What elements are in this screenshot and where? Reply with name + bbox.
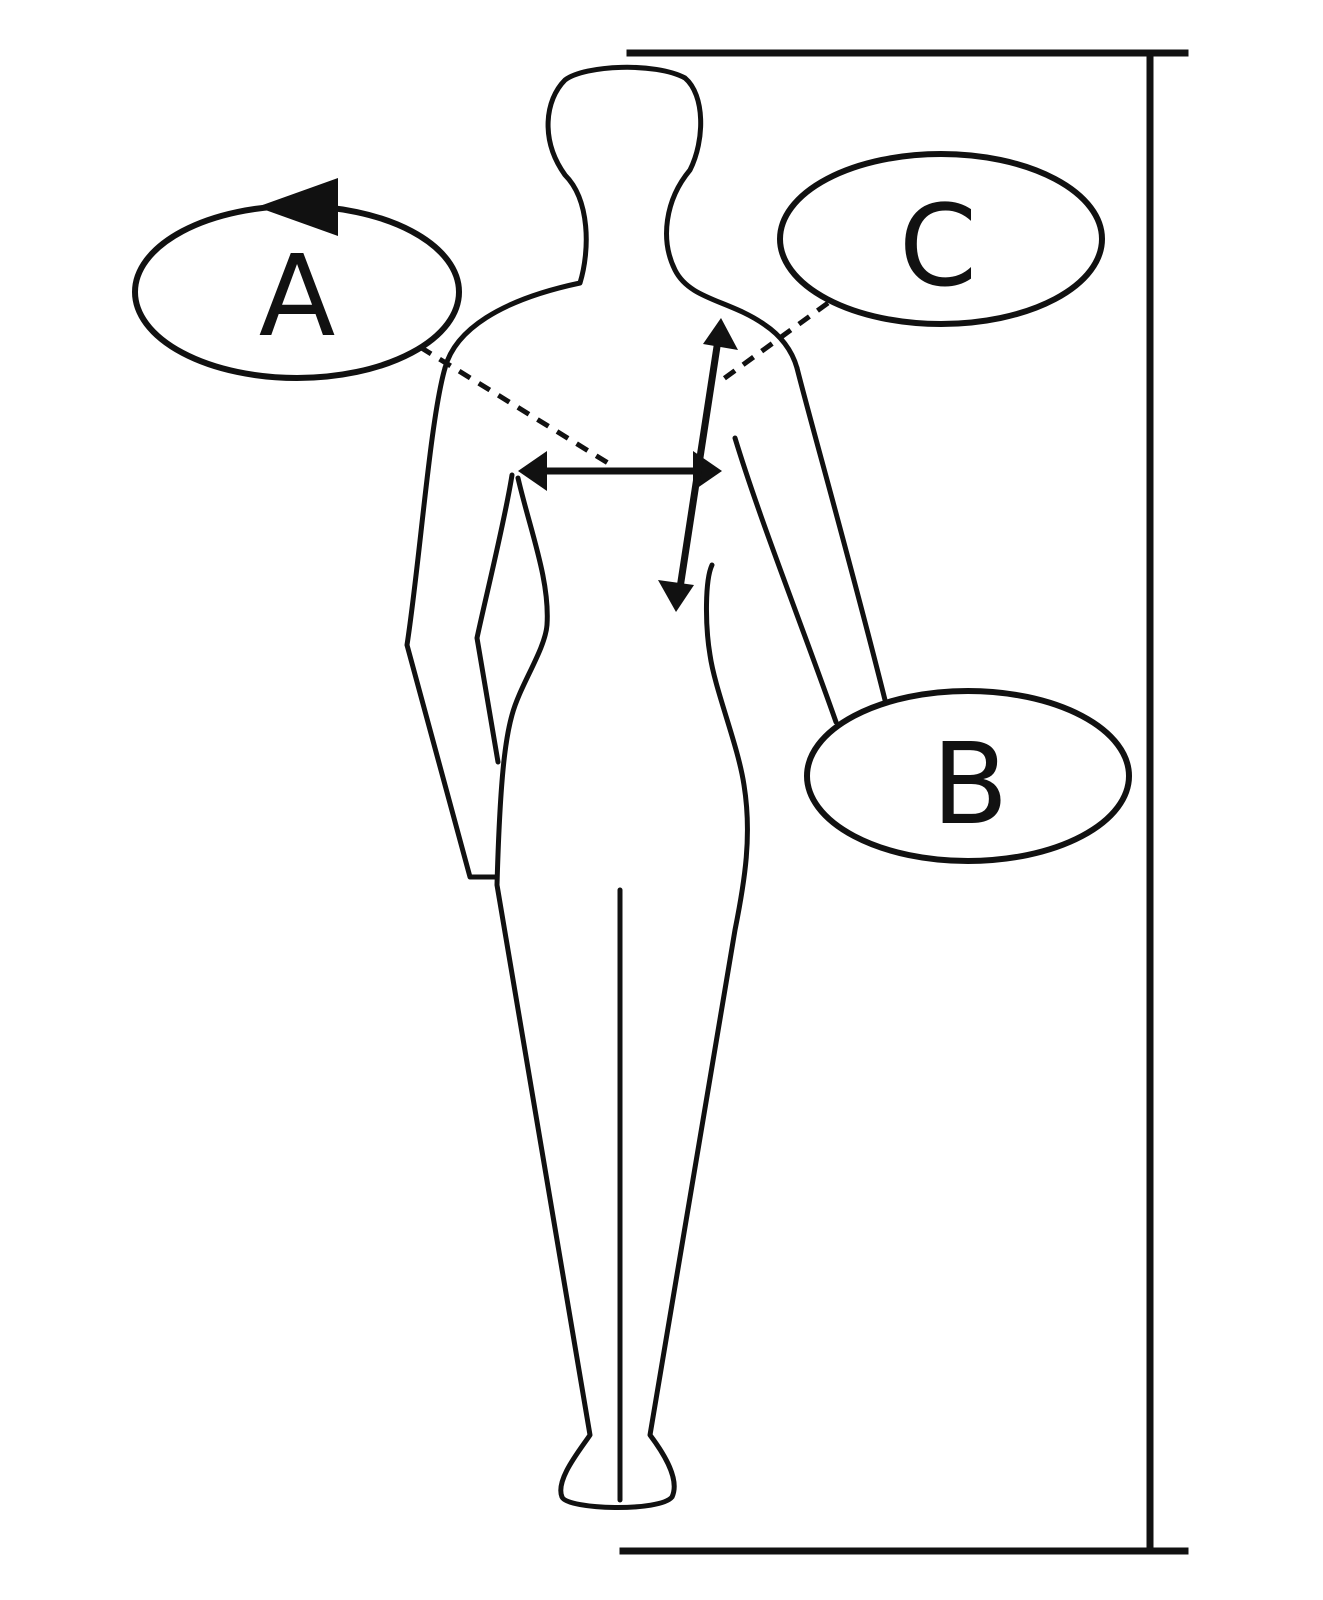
length-arrow xyxy=(658,318,738,612)
width-arrow xyxy=(518,451,722,491)
label-c-text: C xyxy=(899,182,977,312)
human-figure xyxy=(404,64,888,1510)
leader-line-c xyxy=(720,300,830,383)
label-b-group: B xyxy=(804,688,1132,864)
left-arm-outline xyxy=(404,365,515,880)
head-neck-shoulders-outline xyxy=(442,64,800,371)
label-c-group: C xyxy=(777,151,1105,327)
length-arrow-shaft xyxy=(676,339,722,589)
leader-lines xyxy=(418,300,830,466)
label-b-oval xyxy=(804,688,1132,864)
torso-legs-outline xyxy=(494,475,750,1510)
length-arrow-bottom-head xyxy=(658,580,694,612)
label-a-rotation-arrow-icon xyxy=(257,178,338,236)
label-b-text: B xyxy=(932,720,1009,850)
label-c-oval xyxy=(777,151,1105,327)
length-arrow-top-head xyxy=(703,318,738,350)
leader-line-a xyxy=(418,344,610,466)
label-a-text: A xyxy=(259,232,336,362)
height-bracket xyxy=(619,49,1189,1555)
width-arrow-left-head xyxy=(518,451,547,491)
label-a-group: A xyxy=(132,178,462,381)
right-arm-outline xyxy=(732,365,888,725)
